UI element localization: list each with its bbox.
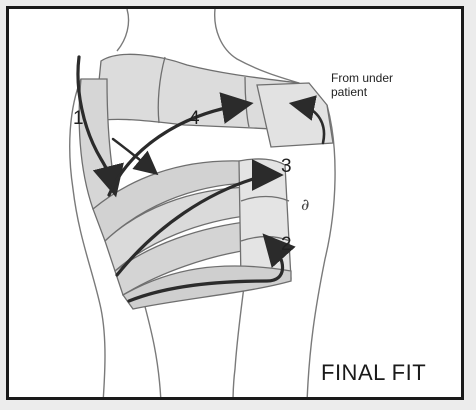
bandage-shoulder-cap	[257, 83, 333, 147]
torso-crease-outline	[143, 299, 161, 400]
step-label-2: 2	[281, 235, 292, 254]
small-mark: ∂	[301, 195, 309, 214]
step-label-3: 3	[281, 157, 292, 176]
neck-right-outline	[215, 9, 299, 83]
arm-inner-outline	[233, 279, 245, 400]
note-patient: patient	[331, 85, 367, 99]
step-label-4: 4	[189, 109, 200, 128]
illustration-frame: From under patient 1 2 3 4 ∂ FINAL FIT	[6, 6, 464, 400]
final-fit-caption: FINAL FIT	[321, 360, 426, 386]
step-label-1: 1	[73, 109, 84, 128]
neck-left-outline	[117, 9, 129, 51]
shoulder-spica-illustration	[9, 9, 464, 400]
arrow-diagonal-down	[113, 139, 151, 169]
arm-outer-outline	[307, 105, 335, 400]
note-from-under: From under	[331, 71, 393, 85]
